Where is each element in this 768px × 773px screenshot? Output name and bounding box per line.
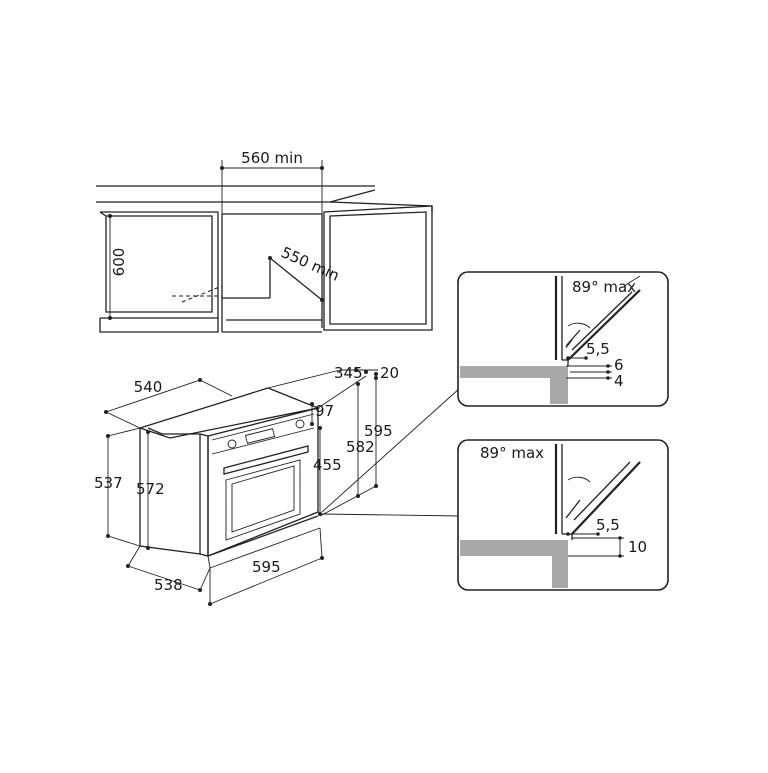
label-560-min: 560 min — [241, 149, 303, 167]
label-top-89-max: 89° max — [572, 278, 636, 296]
dimension-538: 538 — [126, 545, 211, 594]
label-bottom-10: 10 — [628, 538, 647, 556]
dimension-455: 455 — [313, 426, 342, 516]
oven-view: 540 345 20 97 59 — [94, 364, 399, 606]
label-550-min: 550 min — [278, 243, 342, 285]
dimension-560-min: 560 min — [220, 149, 324, 214]
label-bottom-89-max: 89° max — [480, 444, 544, 462]
label-top-6: 6 — [614, 356, 624, 374]
label-bottom-5-5: 5,5 — [596, 516, 620, 534]
detail-top-inset: 89° max 5,5 6 4 — [457, 271, 669, 407]
label-595-width: 595 — [252, 558, 281, 576]
dimension-600: 600 — [108, 214, 128, 320]
label-540: 540 — [134, 378, 163, 396]
label-595-height: 595 — [364, 422, 393, 440]
dimension-572: 572 — [136, 430, 165, 550]
dimension-550-min: 550 min — [268, 243, 342, 302]
cabinet-niche-view: 560 min 600 550 min — [96, 149, 433, 333]
dimension-345-20: 345 20 — [267, 364, 399, 409]
dimension-595-width: 595 — [208, 527, 324, 606]
dimension-537: 537 — [94, 427, 141, 547]
dimension-540: 540 — [104, 378, 233, 429]
label-top-4: 4 — [614, 372, 624, 390]
detail-bottom-inset: 89° max 5,5 10 — [457, 439, 669, 591]
label-top-5-5: 5,5 — [586, 340, 610, 358]
label-97: 97 — [315, 402, 334, 420]
label-538: 538 — [154, 576, 183, 594]
dimension-97: 97 — [310, 402, 334, 426]
label-572: 572 — [136, 480, 165, 498]
label-455: 455 — [313, 456, 342, 474]
dimension-595-height: 595 582 — [319, 376, 393, 517]
label-582: 582 — [346, 438, 375, 456]
label-20: 20 — [380, 364, 399, 382]
label-345: 345 — [334, 364, 363, 382]
label-537: 537 — [94, 474, 123, 492]
label-600: 600 — [110, 248, 128, 277]
